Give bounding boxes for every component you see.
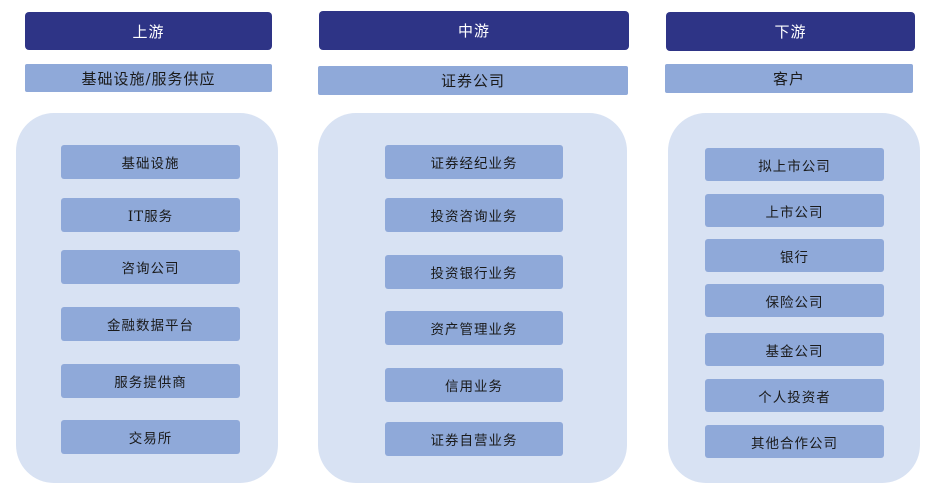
downstream-item-pre-ipo-company: 拟上市公司: [705, 148, 884, 181]
downstream-item-other-partners: 其他合作公司: [705, 425, 884, 458]
midstream-subheader: 证券公司: [318, 66, 628, 95]
midstream-item-brokerage: 证券经纪业务: [385, 145, 563, 179]
downstream-item-fund-company: 基金公司: [705, 333, 884, 366]
upstream-subheader: 基础设施/服务供应: [25, 64, 272, 92]
midstream-header: 中游: [319, 11, 629, 50]
upstream-item-it-services: IT服务: [61, 198, 240, 232]
upstream-header: 上游: [25, 12, 272, 50]
downstream-item-bank: 银行: [705, 239, 884, 272]
downstream-header: 下游: [666, 12, 915, 51]
midstream-item-investment-advisory: 投资咨询业务: [385, 198, 563, 232]
upstream-item-service-provider: 服务提供商: [61, 364, 240, 398]
midstream-item-asset-management: 资产管理业务: [385, 311, 563, 345]
downstream-item-listed-company: 上市公司: [705, 194, 884, 227]
downstream-item-insurance-company: 保险公司: [705, 284, 884, 317]
midstream-item-credit-business: 信用业务: [385, 368, 563, 402]
downstream-subheader: 客户: [665, 64, 913, 93]
upstream-item-consulting: 咨询公司: [61, 250, 240, 284]
upstream-item-financial-data-platform: 金融数据平台: [61, 307, 240, 341]
midstream-item-investment-banking: 投资银行业务: [385, 255, 563, 289]
upstream-item-infrastructure: 基础设施: [61, 145, 240, 179]
downstream-item-individual-investor: 个人投资者: [705, 379, 884, 412]
midstream-item-proprietary-trading: 证券自营业务: [385, 422, 563, 456]
upstream-item-exchange: 交易所: [61, 420, 240, 454]
